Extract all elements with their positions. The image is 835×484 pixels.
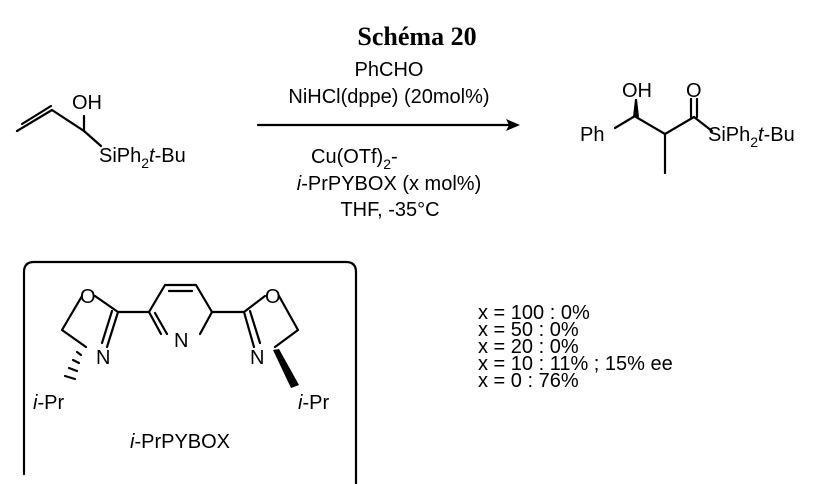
c-si-bond — [82, 129, 103, 148]
result-line: x = 0 : 76% — [478, 370, 579, 392]
c3-si-bond — [692, 115, 714, 133]
ligand-name: i-PrPYBOX — [130, 431, 230, 453]
ligand-structure: O O N N N i-Pr i-Pr i-PrPYBOX — [33, 283, 329, 453]
c2-c3-bond — [663, 115, 696, 136]
ph-c1-bond — [613, 114, 637, 130]
results-list: x = 100 : 0%x = 50 : 0%x = 20 : 0%x = 10… — [478, 302, 673, 392]
ligand-o-right: O — [265, 286, 281, 308]
ligand-n-right: N — [250, 347, 264, 369]
ligand-n-pyridine: N — [174, 330, 188, 352]
sm-oh-label: OH — [72, 92, 102, 114]
sm-silyl-label: SiPh2t-Bu — [99, 145, 186, 171]
starting-material: OH SiPh2t-Bu — [15, 92, 186, 171]
right-stereo-wedge — [273, 349, 299, 388]
ligand-box — [22, 260, 358, 484]
product-ph-label: Ph — [580, 124, 604, 146]
ligand-bracket — [22, 260, 358, 484]
right-oxazoline-ring — [242, 294, 300, 349]
ligand-ipr-right: i-Pr — [298, 392, 329, 414]
right-cn-double-bond — [248, 309, 262, 345]
result-line: x = 50 : 0% — [478, 319, 579, 341]
ligand-o-left: O — [80, 286, 96, 308]
left-cn-double-bond — [100, 309, 114, 345]
product-silyl-label: SiPh2t-Bu — [708, 124, 795, 150]
reagent-phcho: PhCHO — [355, 59, 424, 81]
result-line: x = 100 : 0% — [478, 302, 590, 324]
scheme-title: Schéma 20 — [357, 22, 476, 51]
left-stereo-hash — [63, 350, 83, 381]
product-o-label: O — [686, 80, 702, 102]
reagent-copper-triflate: Cu(OTf)2- — [311, 146, 398, 172]
left-oxazoline-ring — [60, 294, 120, 349]
product: OH O Ph SiPh2t-Bu — [580, 80, 795, 175]
reagent-ligand-loading: i-PrPYBOX (x mol%) — [297, 173, 481, 195]
reaction-arrow — [256, 119, 520, 131]
result-line: x = 20 : 0% — [478, 336, 579, 358]
vinyl-bonds — [15, 108, 86, 133]
carbonyl-double-bond — [689, 97, 699, 119]
product-oh-label: OH — [622, 80, 652, 102]
pyridine-inner-bonds — [153, 289, 194, 336]
result-line: x = 10 : 11% ; 15% ee — [478, 353, 673, 375]
reagent-nickel-catalyst: NiHCl(dppe) (20mol%) — [288, 86, 489, 108]
c1-c2-bond — [634, 115, 667, 136]
reagent-solvent-temperature: THF, -35°C — [340, 199, 439, 221]
ligand-n-left: N — [96, 347, 110, 369]
vinyl-double-bond — [20, 104, 53, 126]
pyridine-ring — [147, 283, 214, 336]
c1-oh-wedge — [633, 99, 639, 117]
ligand-ipr-left: i-Pr — [33, 392, 64, 414]
